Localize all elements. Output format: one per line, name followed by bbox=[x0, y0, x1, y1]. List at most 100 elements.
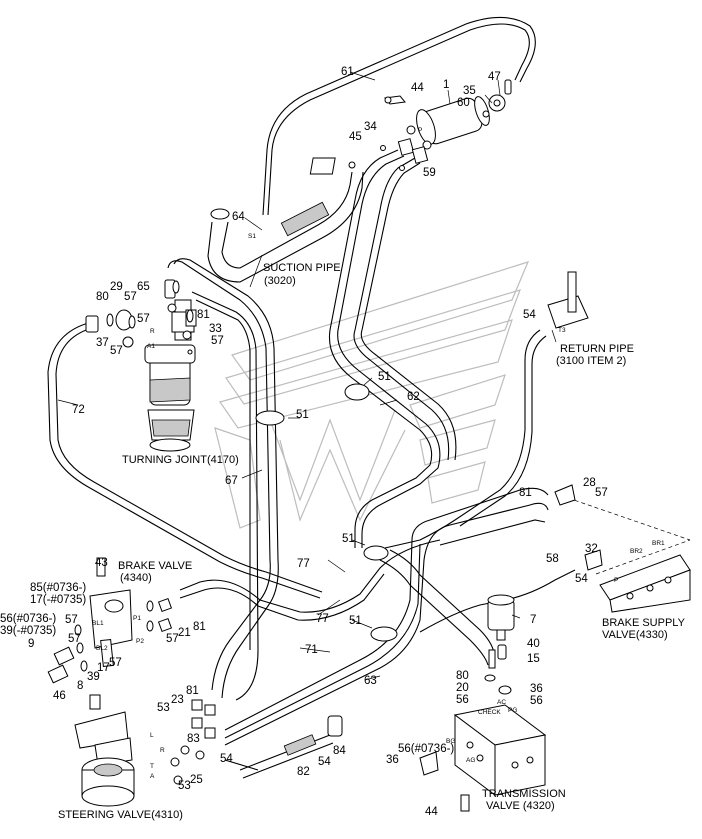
pipe-clamps bbox=[255, 383, 398, 642]
part-number-85: 85(#0736-) bbox=[30, 582, 86, 594]
part-number-39: 39 bbox=[87, 671, 100, 683]
part-number-47: 47 bbox=[488, 71, 501, 83]
part-number-39b: 39(-#0735) bbox=[0, 625, 56, 637]
part-number-44: 44 bbox=[411, 82, 424, 94]
part-number-84: 84 bbox=[333, 745, 346, 757]
part-number-9: 9 bbox=[28, 638, 34, 650]
part-number-43: 43 bbox=[95, 557, 108, 569]
label-brake-valve-ref: (4340) bbox=[120, 572, 152, 584]
part-number-71: 71 bbox=[305, 644, 318, 656]
part-number-57i: 57 bbox=[166, 633, 179, 645]
part-number-81d: 81 bbox=[186, 685, 199, 697]
port-pb: P bbox=[614, 577, 618, 584]
part-number-45: 45 bbox=[349, 131, 362, 143]
port-t: T bbox=[150, 763, 154, 770]
label-brake-valve: BRAKE VALVE bbox=[118, 560, 192, 572]
part-number-8: 8 bbox=[77, 680, 83, 692]
port-a: A bbox=[150, 773, 155, 780]
part-number-33: 33 bbox=[209, 323, 222, 335]
label-transmission-valve-ref: VALVE (4320) bbox=[486, 800, 555, 812]
label-return-pipe-ref: (3100 ITEM 2) bbox=[556, 355, 626, 367]
part-number-15: 15 bbox=[527, 653, 540, 665]
part-number-57g: 57 bbox=[68, 633, 81, 645]
port-ac: AC bbox=[497, 699, 506, 706]
part-number-28: 28 bbox=[583, 477, 596, 489]
part-number-23: 23 bbox=[171, 694, 184, 706]
part-number-57c: 57 bbox=[211, 335, 224, 347]
part-number-57b: 57 bbox=[137, 313, 150, 325]
part-number-56a: 56 bbox=[456, 694, 469, 706]
part-number-82: 82 bbox=[297, 766, 310, 778]
return-pipe-54 bbox=[384, 271, 589, 549]
part-number-65: 65 bbox=[137, 281, 150, 293]
part-number-77a: 77 bbox=[297, 558, 310, 570]
part-number-56c: 56(#0736-) bbox=[398, 743, 454, 755]
part-number-53a: 53 bbox=[157, 702, 170, 714]
part-number-54c: 54 bbox=[220, 753, 233, 765]
part-number-56d: 56(#0736-) bbox=[0, 613, 56, 625]
label-return-pipe: RETURN PIPE bbox=[560, 343, 634, 355]
valve-block-icon bbox=[419, 649, 547, 812]
part-number-36b: 36 bbox=[386, 754, 399, 766]
part-number-72: 72 bbox=[72, 404, 85, 416]
pipe-61 bbox=[262, 16, 536, 216]
port-labels: S1 T3 P R A1 BL1 BL2 P1 P2 BR1 BR2 P CHE… bbox=[92, 127, 665, 780]
pump-delivery-pipes bbox=[328, 149, 457, 548]
part-number-51d: 51 bbox=[349, 615, 362, 627]
watermark-logo bbox=[214, 261, 530, 529]
port-r2: R bbox=[160, 747, 165, 754]
part-number-46: 46 bbox=[53, 690, 66, 702]
part-number-51b: 51 bbox=[296, 409, 309, 421]
part-number-62: 62 bbox=[407, 391, 420, 403]
label-brake-supply-valve-ref: VALVE(4330) bbox=[602, 629, 668, 641]
part-number-20: 20 bbox=[456, 682, 469, 694]
part-number-51a: 51 bbox=[378, 371, 391, 383]
part-number-40: 40 bbox=[527, 638, 540, 650]
part-number-54b: 54 bbox=[575, 573, 588, 585]
port-check: CHECK bbox=[478, 709, 501, 716]
port-bg: BG bbox=[446, 738, 455, 745]
part-number-32: 32 bbox=[585, 543, 598, 555]
part-number-60: 60 bbox=[457, 97, 470, 109]
part-number-61: 61 bbox=[341, 66, 354, 78]
part-number-81c: 81 bbox=[193, 621, 206, 633]
port-bl1: BL1 bbox=[92, 620, 104, 627]
part-number-54d: 54 bbox=[318, 756, 331, 768]
part-number-17: 17 bbox=[97, 662, 110, 674]
part-number-21: 21 bbox=[178, 627, 191, 639]
label-suction-pipe: SUCTION PIPE bbox=[263, 262, 341, 274]
part-number-labels: 1 44 47 35 60 61 34 45 59 64 65 29 80 57… bbox=[0, 66, 608, 818]
part-number-56b: 56 bbox=[530, 695, 543, 707]
steering-valve-icon bbox=[74, 699, 216, 807]
part-number-57h: 57 bbox=[109, 657, 122, 669]
label-turning-joint: TURNING JOINT(4170) bbox=[122, 454, 239, 466]
part-number-77b: 77 bbox=[316, 613, 329, 625]
part-number-17b: 17(-#0735) bbox=[30, 594, 86, 606]
label-steering-valve: STEERING VALVE(4310) bbox=[58, 809, 183, 821]
port-ag: AG bbox=[466, 757, 475, 764]
part-number-7: 7 bbox=[530, 614, 536, 626]
part-number-51c: 51 bbox=[342, 533, 355, 545]
part-number-44b: 44 bbox=[425, 806, 438, 818]
part-number-57f: 57 bbox=[65, 614, 78, 626]
part-number-59: 59 bbox=[423, 167, 436, 179]
part-number-53b: 53 bbox=[178, 780, 191, 792]
part-number-81: 81 bbox=[197, 309, 210, 321]
part-number-57d: 57 bbox=[110, 345, 123, 357]
port-t3: T3 bbox=[558, 327, 566, 334]
label-transmission-valve: TRANSMISSION bbox=[482, 788, 566, 800]
component-labels: SUCTION PIPE (3020) RETURN PIPE (3100 IT… bbox=[58, 262, 686, 821]
suction-pipe bbox=[207, 157, 364, 283]
turning-joint-pipes bbox=[167, 258, 279, 701]
part-number-54: 54 bbox=[523, 309, 536, 321]
hydraulic-pump-icon bbox=[380, 79, 512, 171]
pipe-72 bbox=[47, 315, 323, 599]
turning-joint-icon bbox=[115, 279, 197, 452]
part-number-80: 80 bbox=[96, 291, 109, 303]
port-br2: BR2 bbox=[630, 548, 643, 555]
label-brake-supply-valve: BRAKE SUPPLY bbox=[602, 617, 686, 629]
accumulator-icon bbox=[487, 594, 515, 660]
fittings-turning-joint bbox=[106, 280, 194, 329]
